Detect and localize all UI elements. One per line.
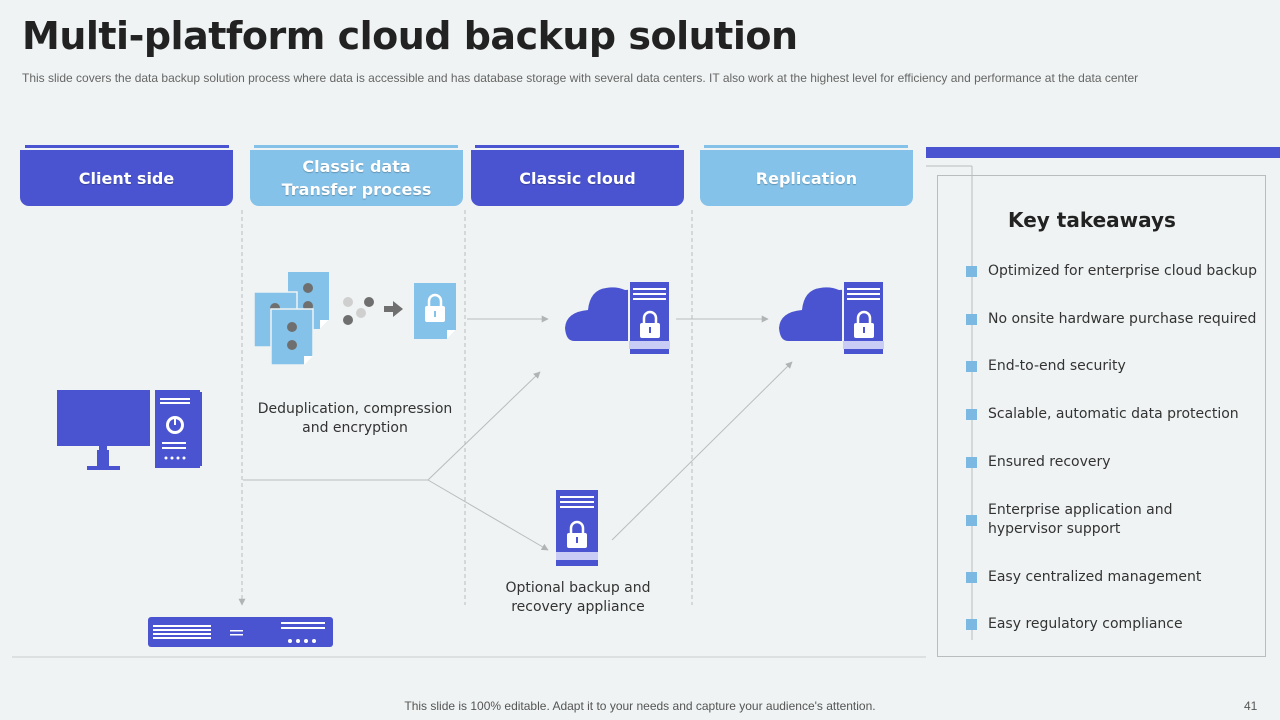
takeaway-item: Scalable, automatic data protection — [966, 405, 1266, 424]
column-topline — [25, 145, 229, 148]
rack-server-icon — [148, 617, 333, 647]
column-header-classic-data: Classic data Transfer process — [250, 150, 463, 206]
takeaway-item: No onsite hardware purchase required — [966, 310, 1266, 329]
footer-note: This slide is 100% editable. Adapt it to… — [404, 699, 876, 713]
bullet-square-icon — [966, 457, 977, 468]
bullet-square-icon — [966, 361, 977, 372]
column-header-classic-cloud: Classic cloud — [471, 150, 684, 206]
appliance-caption: Optional backup and recovery appliance — [505, 580, 651, 615]
page-subtitle: This slide covers the data backup soluti… — [22, 71, 1139, 85]
takeaway-item: End-to-end security — [966, 357, 1266, 376]
flow-arrow — [611, 361, 793, 541]
column-header-client-side: Client side — [20, 150, 233, 206]
page-number: 41 — [1244, 699, 1258, 713]
column-topline — [704, 145, 908, 148]
bullet-square-icon — [966, 514, 977, 526]
pc-tower-icon — [155, 390, 202, 468]
bullet-square-icon — [966, 619, 977, 630]
accent-bar — [926, 147, 1280, 158]
bullet-square-icon — [966, 314, 977, 325]
server-lock-icon — [556, 490, 598, 566]
flow-arrow — [427, 371, 541, 481]
bullet-square-icon — [966, 409, 977, 420]
takeaway-item: Optimized for enterprise cloud backup — [966, 262, 1266, 281]
bullet-square-icon — [966, 266, 977, 277]
cloud-server-icon — [565, 280, 671, 356]
takeaway-item: Easy centralized management — [966, 568, 1266, 587]
documents-icon — [253, 272, 329, 366]
takeaway-item: Ensured recovery — [966, 453, 1266, 472]
flow-arrow — [427, 479, 549, 551]
arrow-icon — [384, 301, 403, 317]
takeaway-item: Easy regulatory compliance — [966, 615, 1266, 634]
column-topline — [475, 145, 679, 148]
cloud-server-icon — [779, 280, 885, 356]
locked-file-icon — [414, 283, 456, 339]
column-header-replication: Replication — [700, 150, 913, 206]
takeaways-panel — [937, 175, 1266, 657]
column-topline — [254, 145, 458, 148]
monitor-icon — [57, 390, 150, 470]
takeaways-title: Key takeaways — [1008, 208, 1176, 232]
process-caption: Deduplication, compression and encryptio… — [257, 401, 453, 436]
bullet-square-icon — [966, 572, 977, 583]
page-title: Multi-platform cloud backup solution — [22, 14, 798, 58]
takeaway-item: Enterprise application and hypervisor su… — [966, 501, 1236, 539]
dots-icon — [343, 297, 374, 325]
